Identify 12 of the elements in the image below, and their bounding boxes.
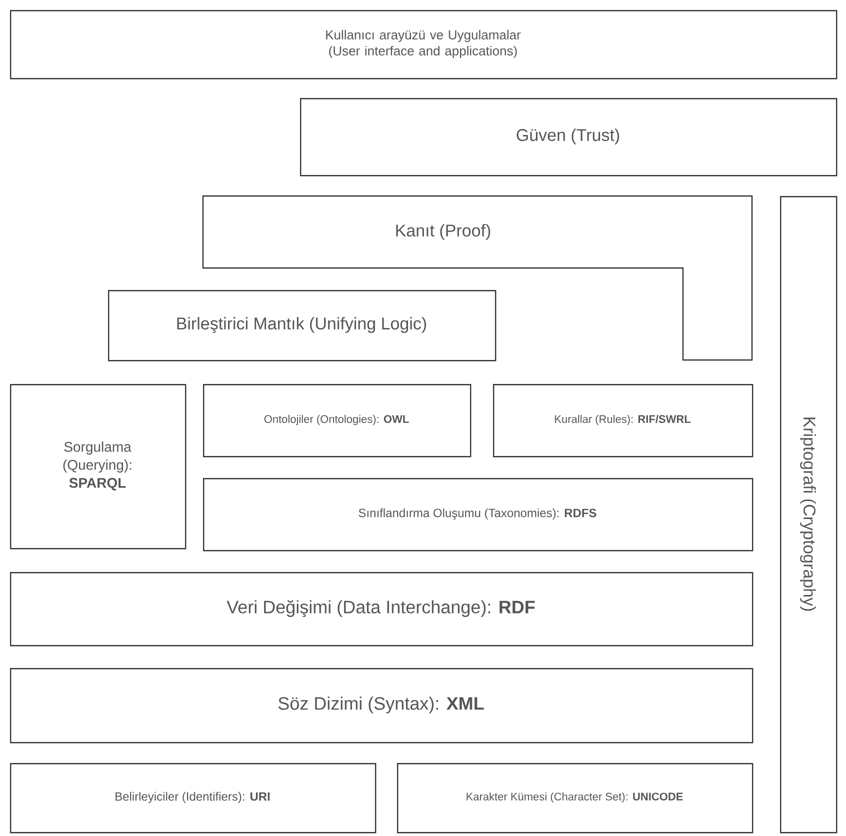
layer-box: Kullanıcı arayüzü ve Uygulamalar (User interface and applications)	[10, 10, 838, 80]
layer-box: Güven (Trust)	[300, 98, 838, 176]
layer-box: Karakter Kümesi (Character Set): UNICODE	[397, 763, 754, 834]
layer-box: Belirleyiciler (Identifiers): URI	[10, 763, 376, 834]
layer-box: Ontolojiler (Ontologies): OWL	[203, 384, 472, 458]
layer-box: Söz Dizimi (Syntax): XML	[10, 668, 754, 744]
layer-box: Veri Değişimi (Data Interchange): RDF	[10, 572, 754, 646]
layer-box: Kurallar (Rules): RIF/SWRL	[493, 384, 754, 458]
vertical-layer-box: Kriptografi (Cryptography)	[780, 196, 838, 834]
layer-box: Birleştirici Mantık (Unifying Logic)	[108, 290, 496, 362]
layer-box: Sorgulama (Querying): SPARQL	[10, 384, 186, 550]
layer-box: Sınıflandırma Oluşumu (Taxonomies): RDFS	[203, 478, 754, 552]
